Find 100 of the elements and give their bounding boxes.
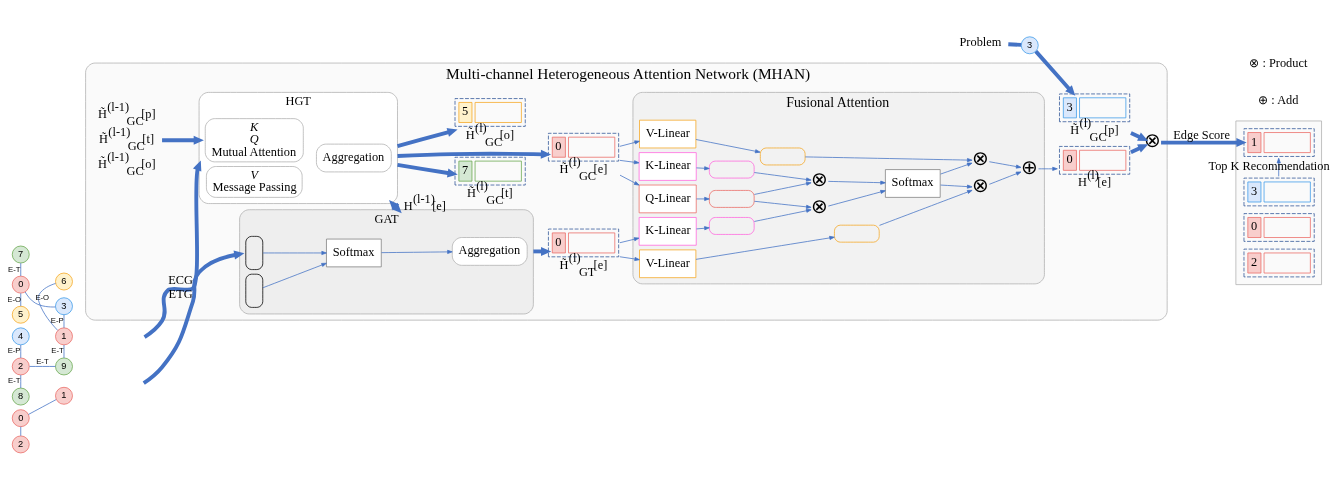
- arrow: [397, 162, 458, 177]
- arrow: [1161, 137, 1247, 147]
- connector: [63, 314, 65, 328]
- edge-label: E-O: [7, 294, 21, 304]
- connector: [1008, 41, 1022, 47]
- node-circle: 2: [11, 357, 30, 375]
- connector: [20, 425, 22, 436]
- node-circle: 7: [11, 245, 30, 263]
- node-circle: 8: [11, 387, 30, 405]
- node-box: Aggregation: [451, 236, 528, 266]
- node-box: K Q Mutual Attention: [204, 117, 304, 162]
- edge-label: E-T: [51, 345, 64, 355]
- node-box: V-Linear: [639, 249, 697, 278]
- node-circle: 0: [11, 275, 30, 293]
- arrow: [619, 236, 640, 243]
- arrow: [143, 159, 202, 339]
- arrow: [381, 249, 453, 254]
- arrow: [695, 138, 761, 153]
- node-box: 2: [1243, 248, 1315, 277]
- arrow: [940, 184, 973, 189]
- node-box: K-Linear: [638, 151, 697, 181]
- arrow: [1034, 49, 1076, 96]
- connector: [20, 344, 22, 358]
- node-text: ⊗: [972, 146, 990, 169]
- node-circle: 1: [55, 386, 73, 405]
- node-circle: 3: [55, 296, 73, 315]
- node-circle: 0: [11, 408, 30, 427]
- node-box: V Message Passing: [206, 165, 303, 198]
- edge-label: Top K Recommendation: [1208, 158, 1330, 173]
- connector: [20, 374, 22, 388]
- arrow: [1038, 166, 1058, 171]
- node-box: V-Linear: [639, 119, 697, 148]
- arrow: [262, 250, 327, 255]
- node-circle: 4: [11, 326, 30, 345]
- connector: [37, 282, 59, 331]
- node-box: Softmax: [885, 168, 941, 198]
- edge-label: E-T: [8, 375, 21, 385]
- arrow: [619, 174, 640, 185]
- connector: [29, 365, 56, 367]
- arrow: [988, 160, 1022, 169]
- node-text: ⊕: [1021, 155, 1039, 178]
- arrow: [142, 250, 245, 385]
- node-circle: 3: [1020, 35, 1039, 54]
- edge-label: E-O: [35, 292, 50, 302]
- arrow: [753, 171, 812, 181]
- connector: [28, 398, 57, 415]
- arrow: [753, 200, 812, 209]
- arrow: [827, 189, 886, 206]
- node-capsule: [245, 273, 264, 308]
- arrow: [619, 159, 640, 164]
- arrow: [262, 262, 327, 288]
- arrow: [753, 208, 812, 222]
- arrow: [804, 156, 973, 162]
- node-box: 1: [1243, 127, 1315, 157]
- node-circle: 2: [11, 435, 30, 453]
- legend-label: ⊗ : Product: [1249, 55, 1308, 70]
- node-capsule: [709, 189, 755, 208]
- node-circle: 5: [11, 305, 30, 324]
- node-capsule: [709, 160, 755, 178]
- arrow: [397, 149, 552, 159]
- edge-label: E-P: [50, 315, 64, 325]
- node-text: ⊗: [811, 194, 829, 217]
- legend-label: ⊕ : Add: [1258, 92, 1299, 107]
- node-box: Aggregation: [316, 143, 392, 172]
- connector: [63, 344, 65, 358]
- node-capsule: [759, 147, 806, 165]
- edge-label: E-T: [36, 356, 49, 366]
- node-circle: 1: [55, 326, 73, 345]
- arrow: [940, 162, 973, 174]
- edge-label: Edge Score: [1173, 127, 1230, 142]
- arrow: [879, 189, 973, 226]
- arrow: [162, 135, 204, 145]
- node-box: Softmax: [326, 238, 382, 267]
- arrow: [619, 139, 640, 147]
- node-circle: 9: [55, 357, 73, 375]
- arrow: [827, 180, 886, 185]
- arrow: [696, 165, 710, 170]
- node-box: 0: [1243, 212, 1315, 242]
- arrow: [988, 171, 1022, 185]
- node-box: Q-Linear: [638, 184, 697, 213]
- node-text: ⊗: [972, 173, 990, 196]
- arrow: [696, 225, 710, 230]
- node-box: K-Linear: [638, 216, 697, 246]
- node-text: ⊗: [1144, 128, 1161, 151]
- connector: [24, 291, 56, 307]
- node-capsule: [834, 224, 880, 243]
- connector: [20, 262, 22, 276]
- node-circle: 6: [55, 272, 73, 290]
- edge-label: ECG: [168, 272, 193, 287]
- node-text: Problem: [959, 34, 1002, 49]
- arrow: [397, 127, 458, 148]
- node-capsule: [245, 235, 264, 270]
- arrow: [753, 181, 812, 195]
- arrow: [619, 255, 640, 261]
- edge-label: E-T: [8, 263, 21, 273]
- arrow: [695, 235, 835, 260]
- node-text: ⊗: [811, 167, 829, 190]
- node-box: 3: [1243, 177, 1315, 206]
- arrow: [696, 196, 710, 201]
- node-capsule: [709, 216, 755, 235]
